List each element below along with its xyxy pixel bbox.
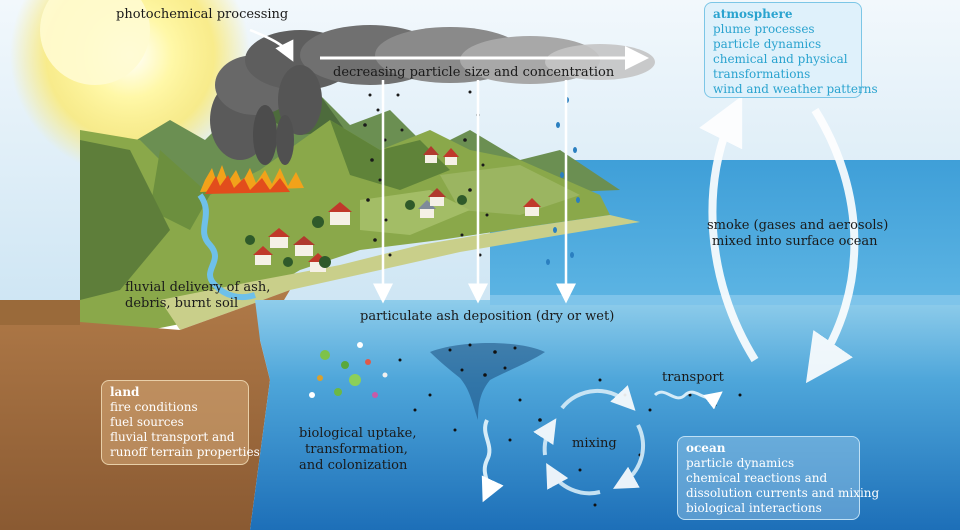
- decreasing-label: decreasing particle size and concentrati…: [333, 65, 615, 80]
- land-item: fuel sources: [110, 415, 184, 429]
- fluvial-label-1: fluvial delivery of ash,: [125, 280, 271, 295]
- ocean-box-title: ocean: [686, 441, 726, 455]
- smoke-label-2: mixed into surface ocean: [712, 234, 878, 249]
- bio-label-3: and colonization: [299, 458, 408, 473]
- ocean-item: dissolution currents and mixing: [686, 486, 880, 500]
- bio-label-1: biological uptake,: [299, 426, 417, 441]
- river: [197, 193, 256, 301]
- atmosphere-box: atmosphere plume processes particle dyna…: [704, 2, 878, 98]
- land-item: runoff terrain properties: [110, 445, 260, 459]
- ocean: [250, 300, 960, 530]
- mixing-label: mixing: [572, 436, 617, 451]
- atmosphere-item: particle dynamics: [713, 37, 822, 51]
- land-box-title: land: [110, 385, 140, 399]
- land-item: fire conditions: [110, 400, 198, 414]
- atmosphere-box-title: atmosphere: [713, 7, 793, 21]
- houses: [253, 146, 541, 272]
- atmosphere-item: plume processes: [713, 22, 815, 36]
- deposition-label: particulate ash deposition (dry or wet): [360, 309, 615, 324]
- transport-arrow: [653, 390, 723, 410]
- land-item: fluvial transport and: [110, 430, 235, 444]
- ash-vortex: [430, 343, 545, 420]
- ocean-item: chemical reactions and: [686, 471, 828, 485]
- sinking-arrow: [481, 419, 504, 503]
- ocean-item: biological interactions: [686, 501, 822, 515]
- trees: [245, 195, 467, 268]
- bio-label-2: transformation,: [305, 442, 408, 457]
- atmosphere-down-arrow: [805, 107, 859, 384]
- land-box: land fire conditions fuel sources fluvia…: [101, 380, 260, 465]
- atmosphere-item: chemical and physical: [713, 52, 848, 66]
- transport-label: transport: [662, 370, 724, 385]
- plankton-cluster: [309, 342, 388, 398]
- coastline: [160, 215, 640, 330]
- atmosphere-item: transformations: [713, 67, 811, 81]
- smoke-plume: [210, 25, 655, 165]
- ocean-item: particle dynamics: [686, 456, 795, 470]
- fluvial-label-2: debris, burnt soil: [125, 296, 239, 311]
- photochemical-arrow: [249, 28, 294, 62]
- deposition-arrows: [373, 80, 576, 304]
- ocean-box: ocean particle dynamics chemical reactio…: [677, 436, 880, 520]
- fire: [200, 165, 304, 194]
- atmosphere-item: wind and weather patterns: [713, 82, 878, 96]
- mixing-cycle: [533, 385, 646, 496]
- photochemical-label: photochemical processing: [116, 7, 289, 22]
- smoke-label-1: smoke (gases and aerosols): [707, 218, 889, 233]
- rain-droplets: [546, 97, 580, 265]
- atmosphere-up-arrow: [699, 95, 759, 363]
